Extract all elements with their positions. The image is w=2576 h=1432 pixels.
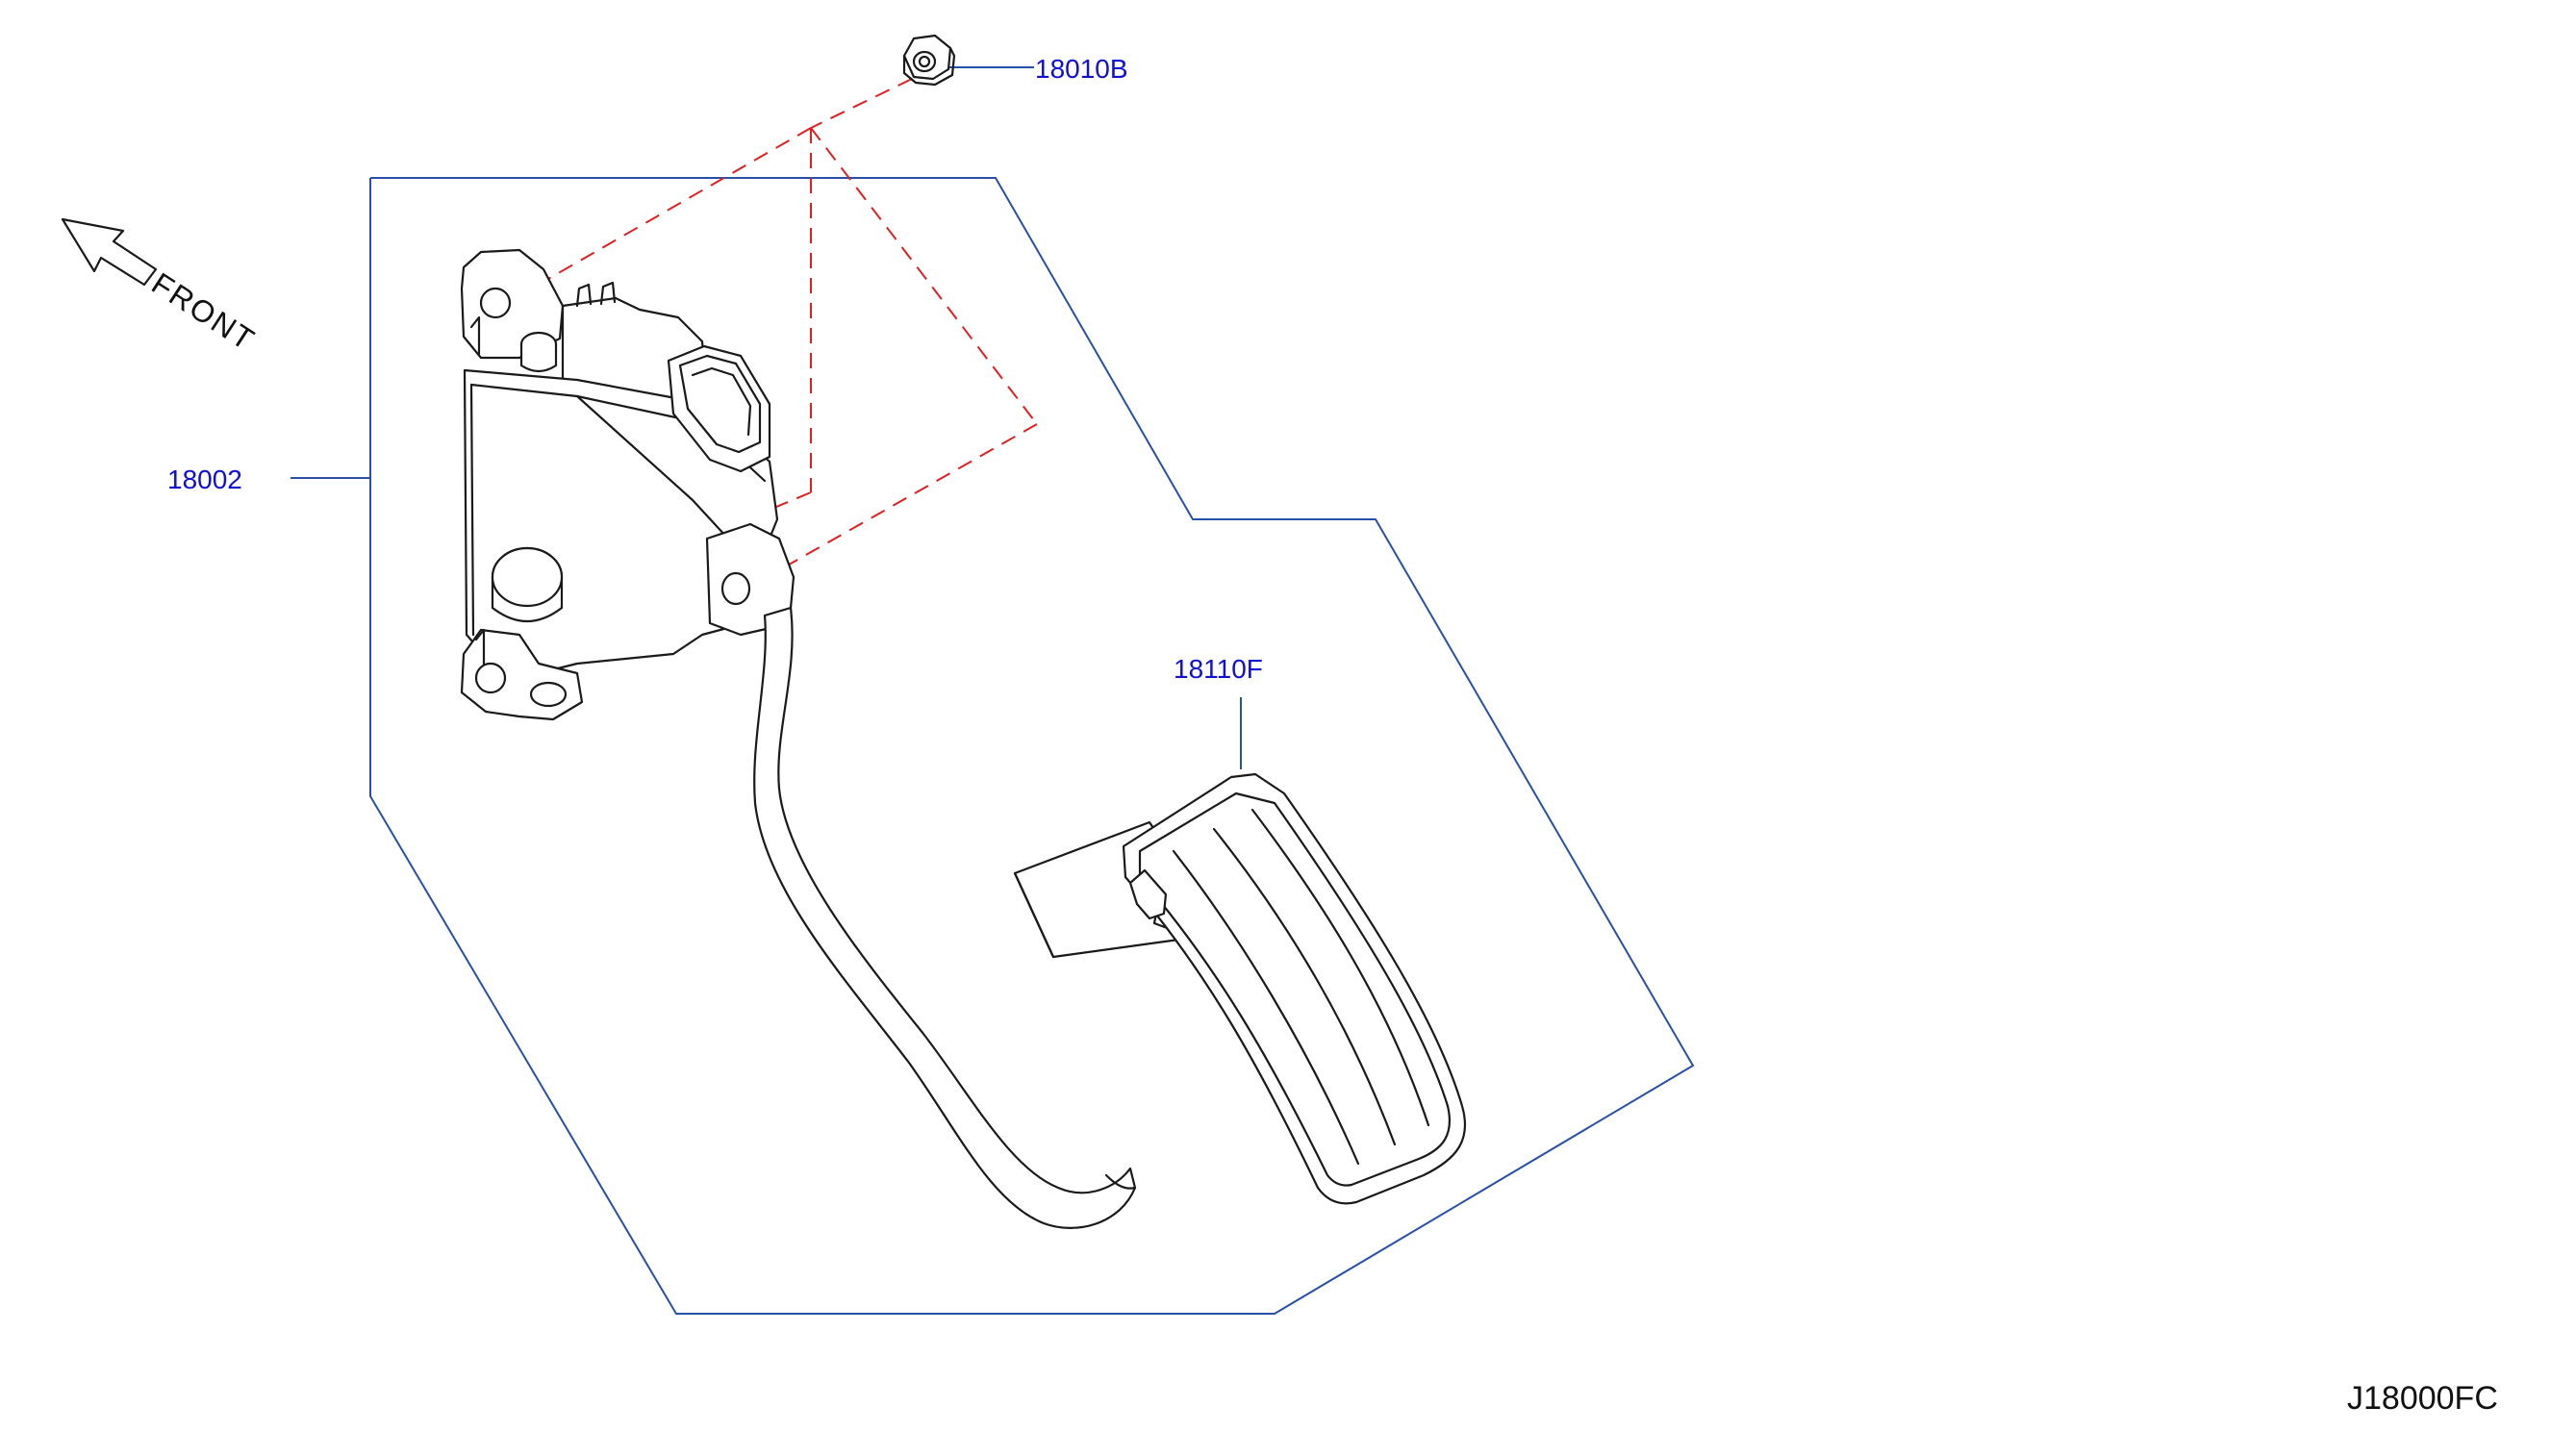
part-label-18110F: 18110F bbox=[1174, 654, 1263, 684]
hidden-lines bbox=[547, 78, 1038, 568]
reference-code: J18000FC bbox=[2347, 1380, 2498, 1417]
pedal-pad-18110F bbox=[1013, 772, 1467, 1205]
part-label-18010B: 18010B bbox=[1035, 54, 1128, 84]
front-direction-arrow-icon bbox=[61, 217, 158, 287]
accelerator-pedal-assembly-18002 bbox=[460, 248, 1137, 1230]
flange-nut-18010B bbox=[902, 34, 956, 87]
assembly-group-outline bbox=[369, 177, 1695, 1315]
part-label-18002: 18002 bbox=[167, 465, 242, 494]
